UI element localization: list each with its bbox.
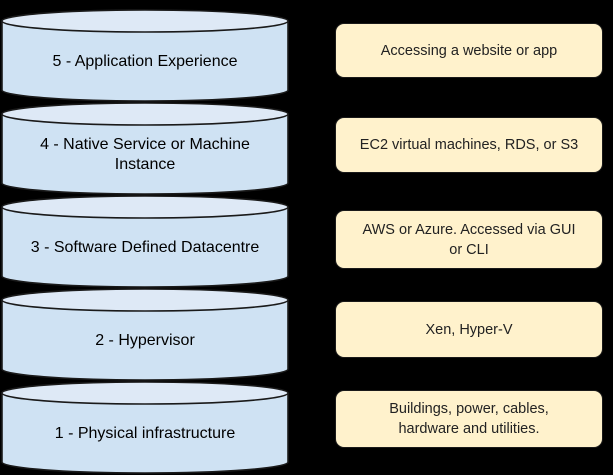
cylinder-shape-icon	[1, 102, 289, 195]
cylinder-layer-2: 2 - Hypervisor	[1, 288, 289, 381]
note-box-layer-3: AWS or Azure. Accessed via GUI or CLI	[335, 210, 603, 269]
note-text-line: Accessing a website or app	[380, 42, 558, 59]
cylinder-label: 4 - Native Service or Machine Instance	[1, 122, 289, 188]
cylinder-layer-5: 5 - Application Experience	[1, 9, 289, 102]
note-text-line: hardware and utilities.	[398, 421, 540, 437]
note-text-line: EC2 virtual machines, RDS, or S3	[359, 137, 579, 153]
note-text-line: AWS or Azure. Accessed via GUI	[362, 221, 576, 238]
cylinder-label-line: 2 - Hypervisor	[95, 332, 195, 349]
note-text-line: Xen, Hyper-V	[425, 321, 513, 338]
cylinder-shape-icon	[1, 381, 289, 474]
cylinder-label: 5 - Application Experience	[1, 29, 289, 95]
cylinder-shape-icon	[1, 288, 289, 381]
cylinder-label-line: 5 - Application Experience	[52, 53, 238, 70]
cylinder-label-line: 1 - Physical infrastructure	[54, 425, 236, 442]
cylinder-label-line: 3 - Software Defined Datacentre	[30, 239, 260, 256]
cylinder-label-line: 4 - Native Service or Machine	[40, 136, 250, 153]
cylinder-layer-1: 1 - Physical infrastructure	[1, 381, 289, 474]
note-text-line: or CLI	[449, 241, 489, 258]
note-box-layer-5: Accessing a website or app	[335, 23, 603, 78]
cylinder-layer-3: 3 - Software Defined Datacentre	[1, 195, 289, 288]
cylinder-label: 1 - Physical infrastructure	[1, 401, 289, 467]
cylinder-layer-4: 4 - Native Service or Machine Instance	[1, 102, 289, 195]
cylinder-shape-icon	[1, 9, 289, 102]
note-box-layer-4: EC2 virtual machines, RDS, or S3	[335, 117, 603, 173]
note-box-layer-1: Buildings, power, cables, hardware and u…	[335, 390, 603, 448]
cylinder-label: 3 - Software Defined Datacentre	[1, 215, 289, 281]
cylinder-label: 2 - Hypervisor	[1, 308, 289, 374]
cylinder-label-line: Instance	[114, 156, 176, 173]
note-box-layer-2: Xen, Hyper-V	[335, 301, 603, 358]
cylinder-shape-icon	[1, 195, 289, 288]
note-text-line: Buildings, power, cables,	[389, 401, 549, 417]
